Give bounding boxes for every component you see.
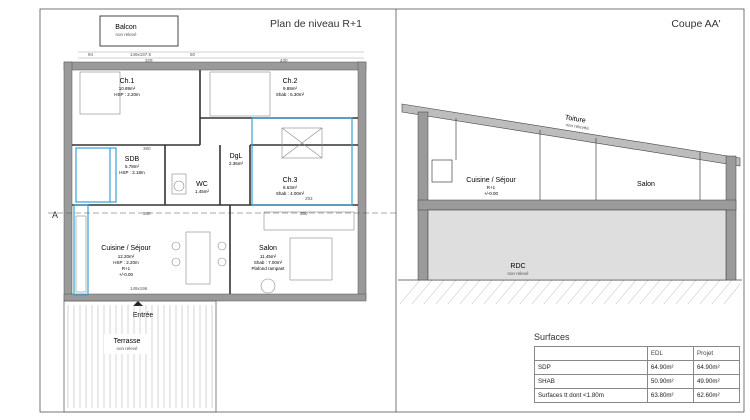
entree-arrow-icon (133, 301, 143, 306)
surfaces-row-projet: 49.90m² (692, 374, 741, 389)
ch3-name: Ch.3 (283, 177, 298, 184)
ch3-shab: Shab : 4.00m² (276, 191, 305, 196)
salon-shab: Shab : 7.00m² (254, 260, 283, 265)
sdb-name: SDB (125, 156, 140, 163)
salon-name: Salon (259, 245, 277, 252)
toiture-note: non relevée (565, 122, 590, 131)
wc-name: WC (196, 181, 208, 188)
ch1-area: 10.89m² (119, 86, 136, 91)
ch1-name: Ch.1 (120, 78, 135, 85)
dim-mid-d: 350 (300, 211, 308, 216)
dim-mid-a: 380 (143, 146, 151, 151)
section-cuisine-alt: +/-0.00 (484, 191, 499, 196)
cuisine-level: R+1 (122, 266, 131, 271)
sdb-hsp: HSP : 2.18m (119, 170, 145, 175)
blue-zones (73, 117, 353, 296)
entree-label: Entrée (133, 312, 154, 319)
section-partitions (431, 118, 701, 200)
rdc-block (427, 209, 727, 281)
dim-top-left: 329 (145, 58, 153, 63)
surfaces-row-label: SDP (534, 360, 648, 375)
table-row: SDP 64.90m² 64.90m² (534, 360, 741, 375)
outer-walls (63, 61, 367, 302)
sheet-frame (39, 8, 745, 413)
salon-area: 11.45m² (260, 254, 277, 259)
surfaces-col-projet: Projet (692, 346, 741, 361)
surfaces-row-edl: 63.80m² (646, 388, 694, 403)
cuisine-hsp: HSP : 2.20m (113, 260, 139, 265)
terrasse: Terrasse non relevé (63, 300, 217, 413)
surfaces-title: Surfaces (534, 332, 570, 342)
dgt-name: DgL (230, 153, 243, 160)
ch2-area: 9.89m² (283, 86, 298, 91)
cuisine-name: Cuisine / Séjour (101, 245, 151, 252)
balcon-label: Balcon (115, 24, 137, 31)
table-row: SHAB 50.90m² 49.90m² (534, 374, 741, 389)
dim-mid-c: 293 (305, 196, 313, 201)
ch2-name: Ch.2 (283, 78, 298, 85)
section-cuisine-label: Cuisine / Séjour (466, 177, 516, 184)
section-marker: A (52, 210, 58, 220)
cuisine-area: 12.20m² (118, 254, 135, 259)
dim-bottom-total: 149x196 (130, 286, 148, 291)
cuisine-alt: +/-0.00 (119, 272, 134, 277)
surfaces-row-projet: 64.90m² (692, 360, 741, 375)
wc-area: 1.45m² (195, 189, 210, 194)
salon-plafond: Plafond rampant (251, 266, 285, 271)
plan-title: Plan de niveau R+1 (270, 18, 362, 30)
section-salon-label: Salon (637, 181, 655, 188)
section-title: Coupe AA' (671, 18, 720, 30)
dim-top-right: 430 (280, 58, 288, 63)
dim-mid-b: 380 (143, 211, 151, 216)
surfaces-col-edl: EDL (646, 346, 694, 361)
ch2-shab: Shab : 6.30m² (276, 92, 305, 97)
table-row: Surfaces tt dont <1.80m 63.80m² 62.60m² (534, 388, 741, 403)
ch3-area: 8.63m² (283, 185, 298, 190)
terrasse-note: non relevé (116, 346, 138, 351)
surfaces-row-projet: 62.60m² (692, 388, 741, 403)
terrasse-label: Terrasse (114, 338, 141, 345)
ch1-hsp: HSP : 2.20m (114, 92, 140, 97)
toiture-label: Toiture (564, 114, 586, 124)
dim-top-a: 94 (88, 52, 94, 57)
dim-top-b: 50 (190, 52, 196, 57)
surfaces-panel: Surfaces EDL Projet SDP 64.90m² 64.90m² … (534, 332, 741, 403)
surfaces-row-edl: 50.90m² (646, 374, 694, 389)
surfaces-row-label: SHAB (534, 374, 648, 389)
surfaces-header-row: EDL Projet (534, 346, 741, 361)
surfaces-row-edl: 64.90m² (646, 360, 694, 375)
dim-top-total: 149x197.5 (130, 52, 152, 57)
ground-hatch (398, 276, 742, 305)
furniture (75, 71, 355, 294)
section-rdc-note: non relevé (507, 271, 529, 276)
section-rdc-label: RDC (510, 263, 525, 270)
surfaces-table: EDL Projet SDP 64.90m² 64.90m² SHAB 50.9… (534, 346, 741, 403)
interior-walls (72, 70, 358, 294)
balcon-outline (99, 15, 179, 47)
section-cuisine-level: R+1 (487, 185, 496, 190)
surfaces-col-label (534, 346, 648, 361)
sdb-area: 5.78m² (125, 164, 140, 169)
roof-slab (401, 103, 741, 167)
surfaces-row-label: Surfaces tt dont <1.80m (534, 388, 648, 403)
dgt-area: 2.36m² (229, 161, 244, 166)
balcon-note: non relevé (115, 32, 137, 37)
